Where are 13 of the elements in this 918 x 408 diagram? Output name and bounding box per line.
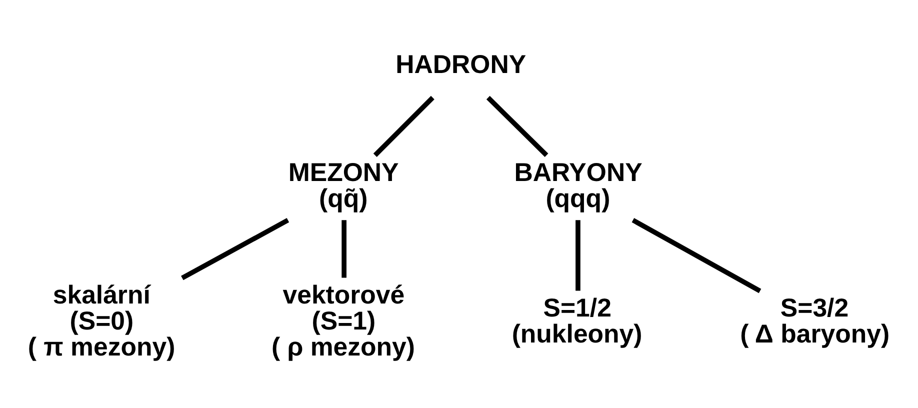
connector (632, 218, 762, 294)
connector (576, 220, 580, 291)
connector (181, 218, 290, 280)
node-text: skalární (S=0) ( π mezony) (28, 282, 176, 362)
connector (342, 220, 346, 278)
node-text: S=1/2 (nukleony) (512, 294, 642, 348)
connector (486, 96, 548, 157)
connector (373, 96, 434, 157)
node-text: S=3/2 ( Δ baryony) (740, 294, 890, 348)
node-text: vektorové (S=1) ( ρ mezony) (271, 282, 415, 362)
node-text: HADRONY (396, 51, 526, 80)
node-text: BARYONY (qqq) (514, 159, 642, 213)
node-text: MEZONY (qq̃) (288, 159, 399, 213)
